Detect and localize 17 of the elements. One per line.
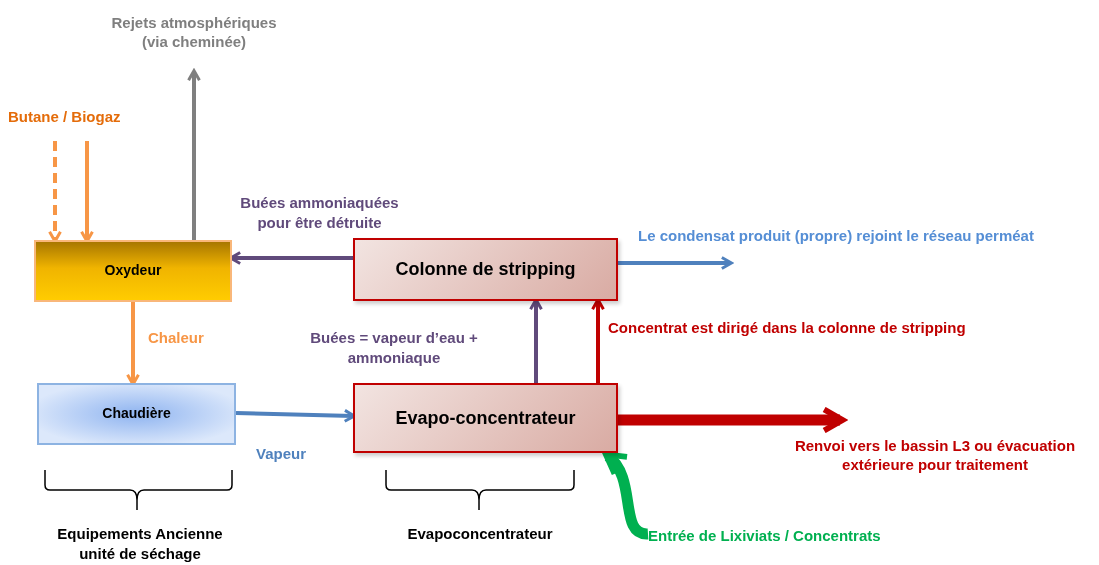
group-label: Evapoconcentrateur [406, 524, 554, 544]
group-label: Equipements Ancienne unité de séchage [56, 524, 224, 563]
arrow [80, 141, 94, 243]
arrow [126, 302, 140, 386]
process-box: Chaudière [37, 383, 236, 445]
process-box: Colonne de stripping [353, 238, 618, 301]
process-box: Evapo-concentrateur [353, 383, 618, 453]
process-box: Oxydeur [34, 240, 232, 302]
flow-label: Butane / Biogaz [8, 105, 148, 129]
arrow [618, 406, 846, 434]
flow-label: Renvoi vers le bassin L3 ou évacuation extérieure pour traitement [790, 434, 1080, 478]
arrow [618, 256, 733, 270]
arrow [187, 69, 201, 240]
flow-label: Entrée de Lixiviats / Concentrats [648, 524, 928, 548]
flow-label: Rejets atmosphériques (via cheminée) [105, 10, 283, 56]
arrow [48, 141, 62, 243]
flow-label: Le condensat produit (propre) rejoint le réseau perméat [638, 224, 1098, 248]
